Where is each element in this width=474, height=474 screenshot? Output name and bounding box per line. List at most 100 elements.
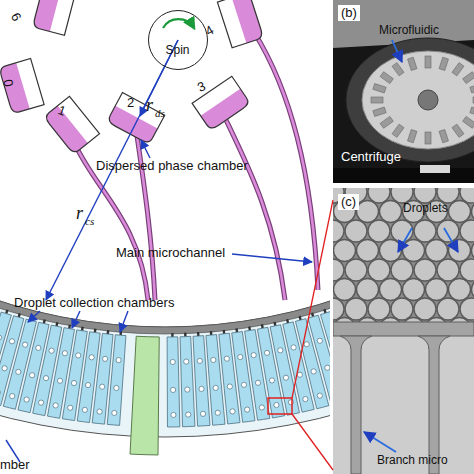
droplet <box>460 220 474 242</box>
radius-subscript: cs <box>85 215 94 227</box>
droplet <box>426 240 448 262</box>
leader-line <box>444 228 458 252</box>
droplet-array <box>333 188 474 322</box>
spin-arrow <box>163 19 194 28</box>
droplet <box>460 259 474 281</box>
droplet <box>426 318 448 323</box>
droplet <box>368 259 390 281</box>
disc-unit <box>470 84 474 93</box>
spin-circle: Spin <box>148 10 208 70</box>
chamber <box>192 76 250 130</box>
part-label: Centrifuge <box>341 150 401 164</box>
pillar <box>0 390 1 395</box>
disc-unit <box>452 63 464 76</box>
pillar <box>269 378 274 383</box>
droplet <box>380 201 402 223</box>
droplet <box>414 298 436 320</box>
leader-line <box>72 311 80 328</box>
pillar <box>76 353 81 358</box>
pillar <box>278 348 283 353</box>
pillar <box>245 407 250 412</box>
droplet <box>368 298 390 320</box>
leader-line <box>28 311 40 322</box>
pillar <box>85 382 90 387</box>
channel-outline <box>254 32 318 290</box>
pillar <box>317 393 322 398</box>
spin-label: Spin <box>149 44 206 57</box>
chamber-body <box>192 76 250 130</box>
pillar <box>259 405 264 410</box>
pillar <box>82 407 87 412</box>
rotor-well <box>346 38 474 162</box>
disc-unit <box>392 63 404 76</box>
band-outline <box>0 288 330 437</box>
centrifuge-photo <box>333 0 474 183</box>
droplet <box>437 298 459 320</box>
droplet <box>334 318 356 323</box>
main-microchannel <box>226 120 285 300</box>
pillar <box>23 342 28 347</box>
disc-unit <box>425 56 431 68</box>
pillar <box>62 351 67 356</box>
pillar <box>199 386 204 391</box>
pillar <box>57 378 62 383</box>
callout-number: 2 <box>127 96 134 110</box>
disc-unit <box>470 107 474 116</box>
pillar <box>304 342 309 347</box>
disc-unit <box>408 130 417 143</box>
pillar <box>283 375 288 380</box>
chamber-outline <box>0 58 44 113</box>
collection-band <box>0 288 330 455</box>
chamber <box>44 96 100 154</box>
pillar <box>325 365 330 370</box>
pillar <box>215 410 220 415</box>
chamber <box>217 0 263 48</box>
main-microchannels <box>74 32 318 300</box>
chamber-body <box>217 0 263 48</box>
droplet <box>472 240 474 262</box>
droplet <box>472 279 474 301</box>
pillar <box>30 373 35 378</box>
pillar <box>288 400 293 405</box>
chamber-inlet <box>197 332 200 336</box>
droplet <box>414 259 436 281</box>
pillar <box>184 359 189 364</box>
disc-unit <box>473 97 474 103</box>
leader-line <box>141 140 150 158</box>
pillar <box>0 335 2 340</box>
disc-unit <box>408 57 417 70</box>
pillar <box>317 338 322 343</box>
disc-unit <box>392 124 404 137</box>
pillar <box>171 387 176 392</box>
chip-schematic <box>0 0 330 462</box>
collection-chamber <box>107 335 126 426</box>
pillar <box>71 380 76 385</box>
radius-symbol: r <box>76 204 83 224</box>
chamber-inlet <box>223 330 226 334</box>
dispersed-liquid <box>44 106 88 155</box>
droplet <box>403 240 425 262</box>
pillar <box>230 409 235 414</box>
part-label: mber <box>0 458 30 472</box>
zoom-line <box>292 414 333 470</box>
pillar <box>170 359 175 364</box>
pillar <box>213 385 218 390</box>
droplet <box>380 279 402 301</box>
droplet <box>334 279 356 301</box>
pillar <box>241 382 246 387</box>
droplet <box>426 279 448 301</box>
pillar <box>291 345 296 350</box>
pillar <box>274 402 279 407</box>
collection-chamber <box>180 336 195 426</box>
droplet <box>449 318 471 323</box>
droplet <box>345 259 367 281</box>
disc-unit <box>373 107 386 116</box>
rotor-hub <box>418 90 438 110</box>
pillar <box>227 384 232 389</box>
center-chamber <box>130 336 159 455</box>
droplet <box>449 201 471 223</box>
pillar <box>255 380 260 385</box>
photo-background <box>333 188 474 474</box>
pillar <box>200 411 205 416</box>
